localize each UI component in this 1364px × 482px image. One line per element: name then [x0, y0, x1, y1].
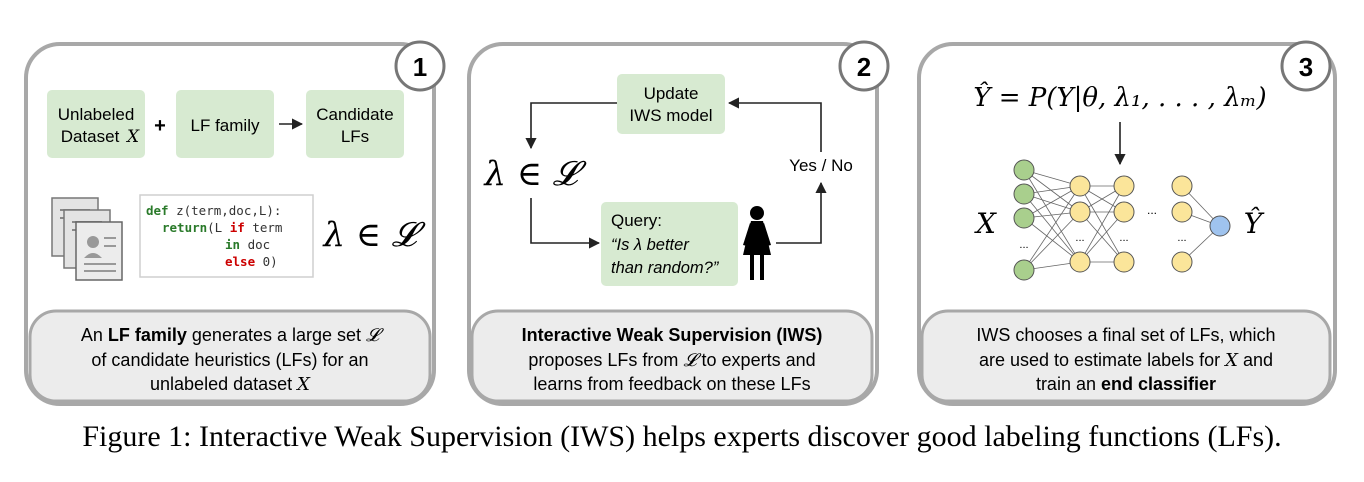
panel-2-caption-box	[470, 309, 874, 403]
nn-node	[1171, 201, 1193, 223]
label-model-formula: Ŷ = P(Y|θ, λ₁, . . . , λₘ)	[973, 81, 1266, 113]
panel-2-caption-line-3: learns from feedback on these LFs	[533, 374, 810, 394]
input-x-label: X	[974, 207, 997, 240]
nn-node	[1171, 175, 1193, 197]
unlabeled-label: Unlabeled	[58, 105, 135, 124]
panel-1-caption-line-3: unlabeled dataset X	[150, 374, 311, 395]
dataset-var-x: X	[125, 127, 140, 147]
step-number-2: 2	[857, 52, 871, 82]
step-number-3: 3	[1299, 52, 1313, 82]
nn-node	[1013, 259, 1035, 281]
nn-ellipsis: ...	[1075, 232, 1084, 244]
expert-person-icon	[743, 206, 771, 280]
code-line-1: def z(term,doc,L):	[146, 203, 281, 218]
lambda-to-query-arrow	[530, 198, 601, 249]
panel-3-caption-box	[920, 309, 1332, 403]
plus-sign: +	[154, 115, 166, 137]
candidate-label: Candidate	[316, 105, 394, 124]
panel-3: 3 Ŷ = P(Y|θ, λ₁, . . . , λₘ) X Ŷ .......…	[917, 40, 1337, 406]
code-snippet	[139, 194, 314, 278]
candidate-lfs-box	[306, 90, 404, 158]
nn-node	[1113, 251, 1135, 273]
nn-node	[1013, 183, 1035, 205]
panel-1-caption-line-1: An LF family generates a large set 𝓛	[81, 325, 384, 346]
nn-edge	[1023, 169, 1081, 263]
panel-2-caption-line-1: Interactive Weak Supervision (IWS)	[522, 325, 823, 345]
nn-node	[1069, 175, 1091, 197]
nn-node	[1013, 207, 1035, 229]
dataset-label: Dataset	[61, 127, 120, 146]
query-box	[601, 202, 738, 286]
lf-family-box	[176, 90, 274, 158]
nn-edge	[1023, 185, 1081, 219]
figure-caption: Figure 1: Interactive Weak Supervision (…	[82, 420, 1282, 453]
nn-node	[1113, 201, 1135, 223]
nn-node	[1013, 159, 1035, 181]
nn-node	[1171, 251, 1193, 273]
nn-ellipsis: ...	[1119, 232, 1128, 244]
nn-ellipsis: ...	[1177, 232, 1186, 244]
nn-layer-ellipsis: ...	[1147, 203, 1157, 217]
panel-2-caption-line-2: proposes LFs from 𝓛 to experts and	[528, 350, 815, 371]
lambda-in-l-math-2: λ ∈ 𝓛	[482, 154, 586, 194]
nn-edge	[1023, 211, 1081, 271]
lambda-in-l-math-1: λ ∈ 𝓛	[321, 215, 425, 255]
nn-edge	[1023, 217, 1081, 263]
panel-1: 1 Unlabeled Dataset X + LF family Candid…	[24, 40, 446, 406]
nn-node	[1113, 175, 1135, 197]
figure-diagram: 1 Unlabeled Dataset X + LF family Candid…	[24, 40, 1337, 406]
step-number-1: 1	[413, 52, 427, 82]
lfs-label: LFs	[341, 127, 369, 146]
step-badge-3	[1280, 40, 1332, 92]
code-line-3: in doc	[225, 237, 270, 252]
query-line-1: “Is λ better	[611, 236, 690, 254]
step-badge-2	[838, 40, 890, 92]
update-model-box	[617, 74, 725, 134]
query-title: Query:	[611, 211, 662, 230]
code-line-4: else 0)	[225, 254, 278, 269]
panel-1-caption-box	[28, 309, 432, 403]
nn-edge	[1079, 211, 1125, 263]
panel-2: 2 Update IWS model λ ∈ 𝓛 Yes / No Query:…	[467, 40, 890, 406]
nn-node	[1209, 215, 1231, 237]
step-badge-1	[394, 40, 446, 92]
nn-node	[1069, 251, 1091, 273]
feedback-to-model-arrow	[727, 97, 822, 152]
neural-network: ...............	[1013, 159, 1231, 281]
code-line-2: return(L if term	[162, 220, 282, 235]
panel-3-caption-line-3: train an end classifier	[1036, 374, 1216, 394]
model-to-lambda-arrow	[525, 102, 617, 150]
unlabeled-dataset-box	[47, 90, 145, 158]
iws-model-label: IWS model	[629, 106, 712, 125]
nn-edge	[1023, 169, 1081, 213]
query-line-2: than random?”	[611, 259, 720, 277]
panel-3-caption-line-1: IWS chooses a final set of LFs, which	[976, 325, 1275, 345]
panel-1-caption-line-2: of candidate heuristics (LFs) for an	[91, 350, 368, 370]
nn-edge	[1023, 185, 1081, 271]
expert-to-feedback-arrow	[776, 181, 827, 244]
yes-no-label: Yes / No	[789, 156, 853, 175]
lf-family-label: LF family	[191, 116, 260, 135]
document-stack-icon	[51, 197, 123, 281]
nn-edge	[1079, 185, 1125, 263]
output-y-hat-label: Ŷ	[1244, 207, 1265, 240]
panel-3-caption-line-2: are used to estimate labels for X and	[979, 350, 1273, 371]
nn-ellipsis: ...	[1019, 239, 1028, 251]
nn-node	[1069, 201, 1091, 223]
update-label: Update	[644, 84, 699, 103]
